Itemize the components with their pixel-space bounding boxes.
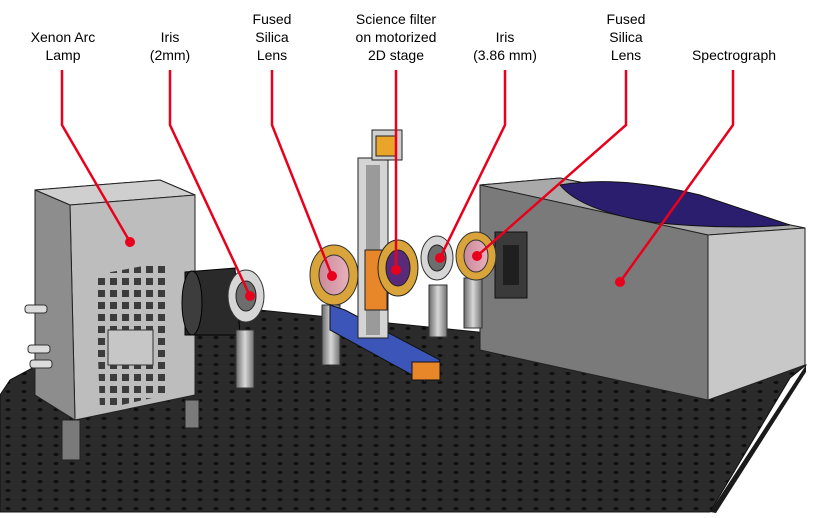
label-iris-3-86mm: Iris (3.86 mm) bbox=[473, 29, 537, 63]
dot-lens-1 bbox=[327, 271, 337, 281]
dot-science-filter bbox=[391, 265, 401, 275]
leader-dots bbox=[125, 237, 625, 301]
xenon-lamp-device bbox=[24, 179, 241, 461]
label-spectrograph: Spectrograph bbox=[691, 47, 777, 63]
leader-xenon-lamp bbox=[60, 70, 132, 243]
dot-lens-2 bbox=[472, 251, 482, 261]
label-xenon-arc-lamp: Xenon Arc Lamp bbox=[30, 29, 96, 63]
leader-lens-1 bbox=[270, 70, 334, 277]
leader-lines bbox=[60, 70, 735, 297]
leader-iris-1 bbox=[168, 70, 252, 297]
leader-iris-2 bbox=[438, 70, 507, 259]
dot-spectrograph bbox=[615, 277, 625, 287]
dot-iris-2 bbox=[435, 253, 445, 263]
label-science-filter: Science filter on motorized 2D stage bbox=[355, 11, 437, 63]
dot-xenon-lamp bbox=[125, 237, 135, 247]
leader-lens-2 bbox=[476, 70, 628, 257]
leader-spectrograph bbox=[618, 70, 735, 283]
motorized-stage bbox=[329, 129, 441, 383]
label-fused-silica-lens-1: Fused Silica Lens bbox=[252, 11, 292, 63]
dot-iris-1 bbox=[245, 291, 255, 301]
label-iris-2mm: Iris (2mm) bbox=[149, 29, 191, 63]
iris-2-mount bbox=[420, 235, 454, 338]
label-fused-silica-lens-2: Fused Silica Lens bbox=[606, 11, 646, 63]
spectrograph-device bbox=[479, 177, 806, 401]
